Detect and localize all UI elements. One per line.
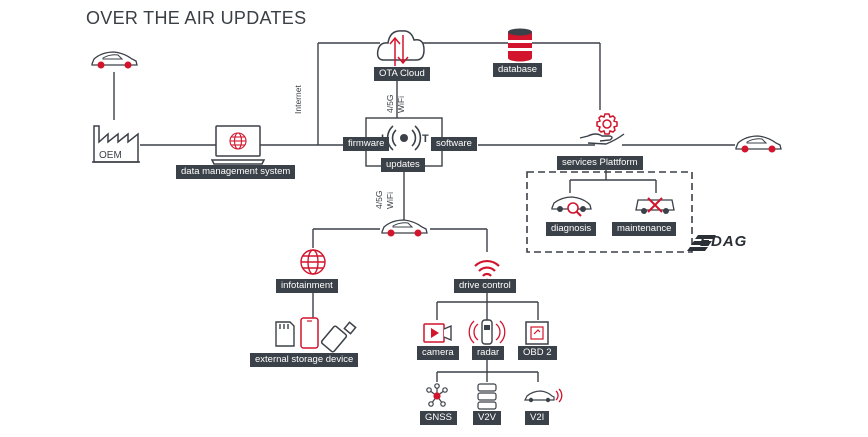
v2v-label: V2V — [473, 411, 501, 425]
updates-label: updates — [381, 158, 425, 172]
infotainment-label: infotainment — [276, 279, 338, 293]
network-bottom-wifi-label: WiFi — [385, 192, 395, 209]
database-icon — [508, 28, 532, 62]
usb-stick-icon — [320, 321, 357, 353]
sync-arrows-icon — [389, 35, 409, 66]
firmware-label: firmware — [343, 137, 390, 151]
smartphone-icon — [300, 317, 319, 349]
radar-icon — [468, 319, 506, 345]
car-icon — [735, 135, 782, 153]
gear-icon — [596, 113, 618, 135]
diagnosis-label: diagnosis — [546, 222, 597, 236]
cloud-icon — [376, 30, 425, 66]
ota-cloud-label: OTA Cloud — [374, 67, 430, 81]
factory-icon — [92, 125, 140, 163]
edag-logo: EDAG — [700, 233, 748, 250]
globe-icon — [300, 249, 326, 275]
wifi-icon — [474, 259, 500, 277]
v2v-icon — [477, 383, 497, 410]
v2i-label: V2I — [525, 411, 550, 425]
globe-icon — [229, 132, 247, 150]
network-top-wifi-label: WiFi — [396, 96, 406, 113]
gnss-label: GNSS — [420, 411, 457, 425]
services-dashed-box — [526, 171, 693, 253]
oem-label: OEM — [99, 150, 122, 161]
camera-label: camera — [417, 346, 459, 360]
iot-letter-t: T — [422, 133, 429, 145]
drive-control-label: drive control — [454, 279, 516, 293]
chip-icon — [525, 321, 549, 345]
camera-icon — [423, 323, 452, 343]
car-icon — [381, 219, 428, 237]
diagnosis-icon — [551, 196, 592, 217]
radar-label: radar — [472, 346, 505, 360]
v2i-icon — [524, 388, 563, 403]
laptop-icon — [210, 125, 266, 165]
internet-label: Internet — [293, 85, 303, 114]
data-management-label: data management system — [176, 165, 296, 179]
edag-logo-stripes — [687, 235, 716, 251]
network-icon — [426, 383, 448, 407]
software-label: software — [431, 137, 477, 151]
car-icon — [91, 51, 138, 69]
page-title: OVER THE AIR UPDATES — [86, 8, 307, 28]
sd-card-icon — [275, 321, 295, 347]
database-label: database — [493, 63, 543, 77]
network-bottom-4g-label: 4/5G — [374, 190, 384, 209]
external-storage-label: external storage device — [250, 353, 359, 367]
obd2-label: OBD 2 — [518, 346, 557, 360]
maintenance-icon — [635, 197, 675, 214]
network-top-4g-label: 4/5G — [385, 94, 395, 113]
maintenance-label: maintenance — [612, 222, 677, 236]
services-platform-label: services Plattform — [557, 156, 643, 170]
hand-icon — [579, 133, 625, 145]
